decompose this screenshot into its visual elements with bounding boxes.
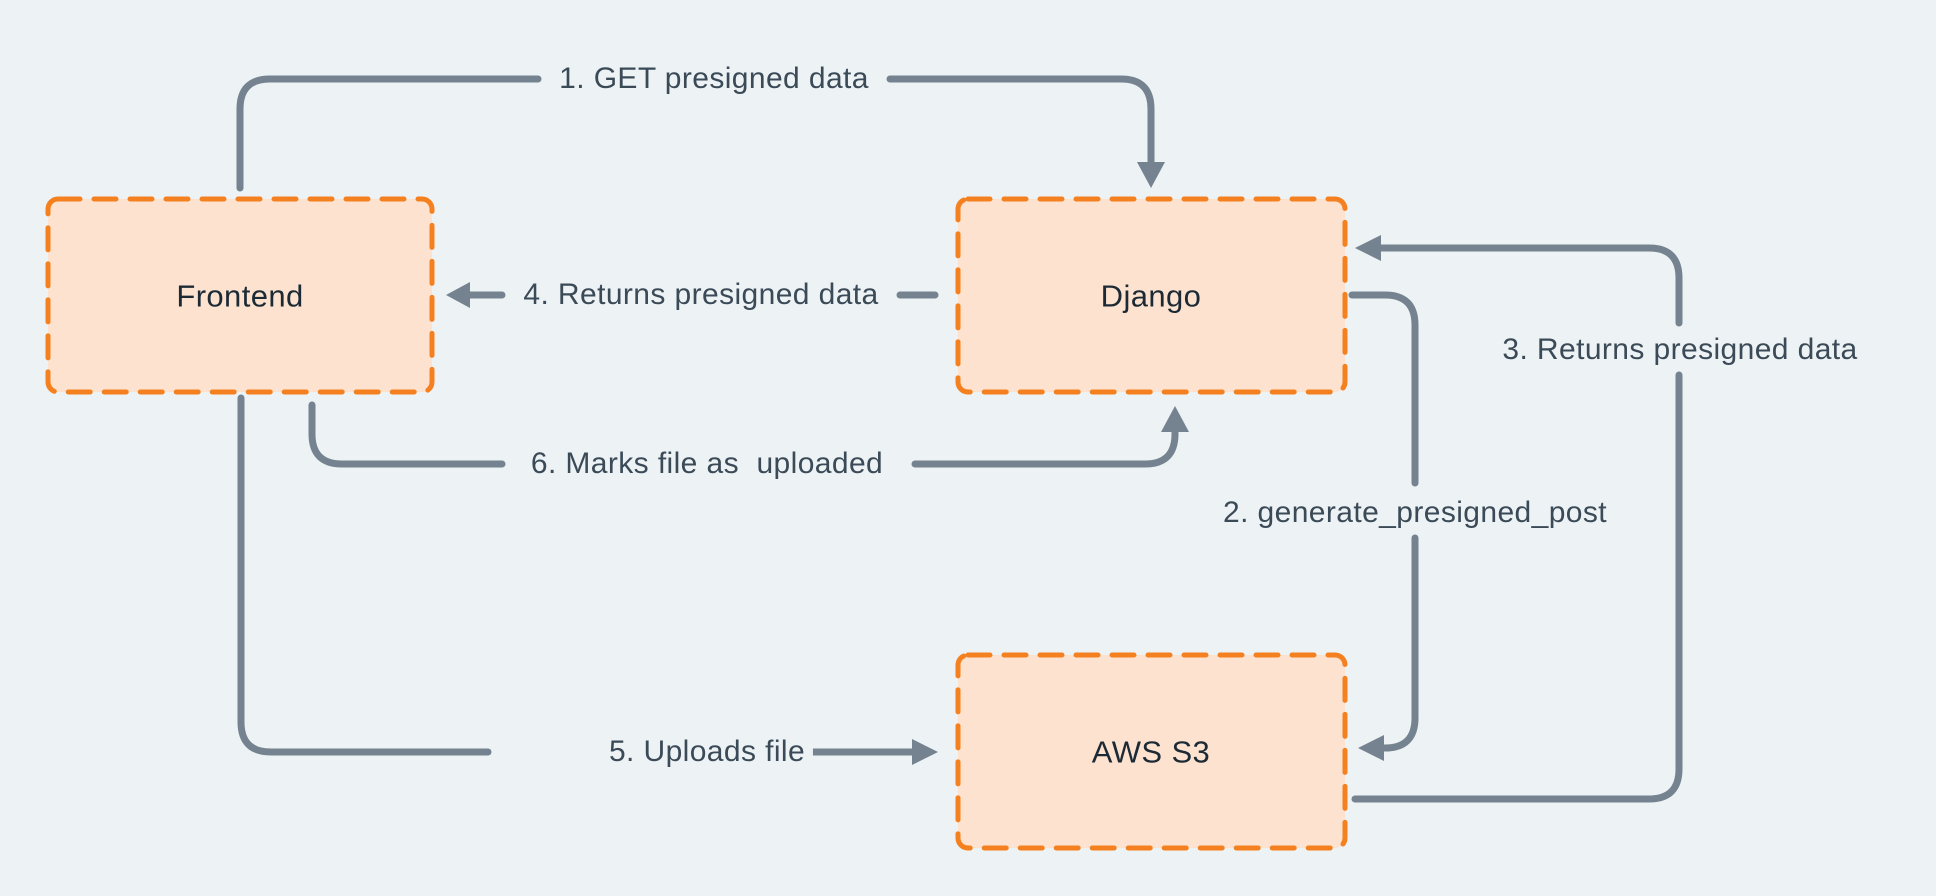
edge-3-segment-a: [1351, 371, 1683, 803]
edge-3-aws-s3-to-django: [1351, 235, 1683, 803]
edge-2-segment-a: [1348, 291, 1419, 487]
node-label-frontend: Frontend: [176, 278, 304, 314]
edge-1-segment-b: [886, 75, 1155, 168]
node-label-aws-s3: AWS S3: [1091, 734, 1211, 770]
edge-label-4-returns-presigned-data: 4. Returns presigned data: [515, 276, 887, 314]
aws-s3-rect: [955, 652, 1348, 851]
edge-label-3-returns-presigned-data: 3. Returns presigned data: [1494, 331, 1866, 369]
edge-label-1-get-presigned-data: 1. GET presigned data: [551, 60, 877, 98]
edge-4-django-to-frontend: [446, 282, 939, 308]
edge-label-2-generate-presigned-post: 2. generate_presigned_post: [1214, 494, 1616, 532]
edge-3-arrowhead-left-icon: [1355, 235, 1381, 261]
node-box-frontend: [45, 196, 435, 395]
edge-2-arrowhead-left-icon: [1358, 735, 1384, 761]
edge-5-segment-a: [237, 394, 492, 756]
edge-6-arrowhead-up-icon: [1161, 406, 1189, 432]
edge-1-arrowhead-down-icon: [1137, 162, 1165, 188]
frontend-rect: [45, 196, 435, 395]
edge-6-frontend-to-django: [308, 401, 1189, 468]
edge-4-arrowhead-left-icon: [446, 282, 470, 308]
edge-2-django-to-aws-s3: [1348, 291, 1419, 761]
edge-6-segment-b: [911, 428, 1179, 468]
edge-6-segment-a: [308, 401, 506, 468]
edge-3-segment-b: [1377, 244, 1683, 327]
node-box-django: [955, 196, 1348, 395]
edge-1-segment-a: [236, 75, 542, 192]
edge-1-frontend-to-django: [236, 75, 1165, 192]
node-box-aws-s3: [955, 652, 1348, 851]
edge-5-arrowhead-right-icon: [912, 739, 938, 765]
node-label-django: Django: [1100, 278, 1202, 314]
edge-2-segment-b: [1380, 534, 1419, 752]
edge-label-6-marks-file-as-uploaded: 6. Marks file as uploaded: [522, 445, 892, 483]
edge-label-5-uploads-file: 5. Uploads file: [600, 733, 814, 771]
django-rect: [955, 196, 1348, 395]
